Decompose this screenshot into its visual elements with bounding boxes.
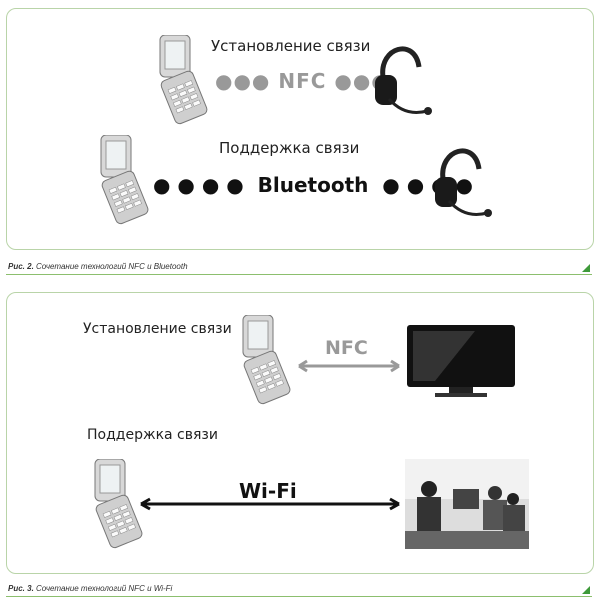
bluetooth-connection: ● ● ● ● Bluetooth ● ● ● ●	[153, 173, 473, 197]
family-photo-image	[405, 459, 529, 549]
establish-label: Установление связи	[83, 321, 232, 337]
double-arrow-icon	[298, 359, 400, 373]
divider	[6, 596, 592, 597]
divider	[6, 274, 592, 275]
figure-2-panel: Установление связи ●●● NFC ●●● Поддержка…	[6, 8, 594, 250]
headset-icon	[375, 37, 445, 122]
caption-text: Сочетание технологий NFC и Wi-Fi	[33, 584, 173, 593]
figure-3-caption: Рис. 3. Сочетание технологий NFC и Wi-Fi	[8, 584, 172, 593]
bluetooth-label: Bluetooth	[257, 173, 369, 197]
nfc-label: NFC	[278, 69, 327, 93]
caption-number: Рис. 2.	[8, 262, 34, 271]
wifi-label: Wi-Fi	[239, 479, 297, 503]
phone-icon	[242, 315, 292, 406]
support-label: Поддержка связи	[87, 427, 218, 443]
establish-label: Установление связи	[211, 37, 371, 55]
figure-3-panel: Установление связи NFC Поддержка связи W…	[6, 292, 594, 574]
support-label: Поддержка связи	[219, 139, 360, 157]
corner-triangle-icon	[582, 264, 590, 272]
nfc-connection: ●●● NFC ●●●	[215, 69, 390, 93]
headset-icon	[435, 139, 505, 224]
corner-triangle-icon	[582, 586, 590, 594]
caption-text: Сочетание технологий NFC и Bluetooth	[33, 262, 188, 271]
figure-2-caption: Рис. 2. Сочетание технологий NFC и Bluet…	[8, 262, 188, 271]
nfc-label: NFC	[325, 337, 368, 359]
tv-icon	[407, 325, 515, 397]
caption-number: Рис. 3.	[8, 584, 34, 593]
double-arrow-icon	[140, 497, 400, 511]
